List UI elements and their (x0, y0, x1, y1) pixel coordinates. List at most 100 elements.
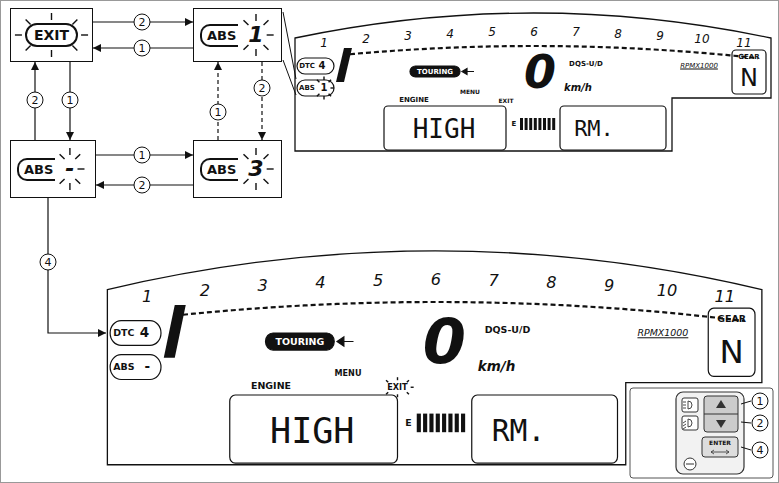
zoom-line (283, 60, 296, 95)
instrument-display: 1234567891011DTC4ABS1TOURING0DQS-U/Dkm/h… (294, 6, 772, 152)
display-text: 6 (431, 272, 441, 288)
fuel-bar (448, 414, 452, 433)
display-text: DTC (113, 328, 134, 337)
headlight-icon (683, 419, 692, 429)
button-callout: 4 (40, 254, 57, 271)
exit-screen-box: EXIT (10, 8, 93, 62)
display-outline (295, 13, 771, 151)
button-callout: 2 (134, 177, 151, 194)
lcd-window (472, 395, 618, 463)
up-arrow (716, 400, 726, 408)
flash-ray (81, 34, 88, 35)
fuel-bar (525, 118, 528, 130)
flash-ray (60, 154, 65, 159)
mode-arrow (337, 337, 354, 346)
flash-ray (264, 20, 269, 25)
switch-frame (630, 388, 773, 478)
display-text: 9 (656, 30, 664, 42)
display-text: 0 (524, 49, 556, 95)
display-text: 1 (142, 289, 152, 305)
display-text: TOURING (417, 68, 453, 75)
flash-ray (329, 80, 331, 82)
display-text: 5 (373, 273, 383, 289)
flash-ray (267, 168, 274, 169)
button-callout: 1 (134, 40, 151, 57)
display-text: 7 (489, 273, 499, 289)
display-text: RPMX1000 (637, 328, 688, 337)
fuel-bar (429, 414, 433, 433)
display-text: EXIT (387, 383, 407, 391)
flash-ray (26, 19, 31, 24)
display-text: N (720, 335, 744, 367)
flash-ray (323, 77, 324, 81)
abs-label: ABS (200, 24, 238, 47)
display-text: DQS-U/D (569, 61, 603, 68)
display-text: HIGH (270, 413, 354, 448)
fuel-bar (543, 118, 546, 130)
rocker-button (704, 396, 738, 432)
abs-mode-digit: - (65, 158, 74, 180)
flash-ray (69, 183, 70, 190)
display-text: 10 (694, 33, 709, 45)
display-graphics (295, 13, 771, 151)
button-callout: 2 (134, 14, 151, 31)
display-text: - (144, 360, 150, 374)
display-text: 10 (657, 283, 678, 299)
flash-ray (264, 45, 269, 50)
fuel-bar (455, 414, 459, 433)
flash-ray (255, 49, 256, 56)
button-callout: 1 (134, 147, 151, 164)
display-text: 0 (423, 311, 466, 373)
display-text: ENGINE (399, 97, 429, 104)
abs-icon (110, 355, 161, 380)
display-text: N (740, 66, 758, 90)
display-text: E (405, 418, 411, 427)
display-text: 1 (321, 83, 328, 93)
flash-ray (255, 14, 256, 21)
abs-mode-box: ABS3 (193, 140, 282, 198)
display-text: 4 (315, 275, 325, 291)
display-text: km/h (564, 83, 592, 93)
rocker-divider (704, 414, 738, 415)
display-text: 3 (258, 278, 268, 294)
instrument-display: 1234567891011DTC4ABS-TOURING0DQS-U/Dkm/h… (106, 240, 763, 466)
display-text: TOURING (276, 337, 325, 346)
enter-button (702, 437, 738, 457)
leader-line (741, 401, 751, 404)
transition-arrow (217, 62, 218, 140)
rpm-pointer (336, 48, 352, 82)
display-text: 4 (319, 61, 326, 71)
display-text: 4 (140, 326, 149, 340)
dtc-icon (297, 58, 334, 74)
display-text: km/h (478, 360, 516, 374)
display-text: DQS-U/D (485, 325, 531, 334)
flash-ray (329, 94, 331, 96)
display-text: RPMX1000 (680, 63, 718, 70)
touring-badge (410, 66, 460, 77)
button-callout: 1 (62, 92, 79, 109)
button-callout: 2 (254, 80, 271, 97)
flash-ray (244, 154, 249, 159)
flash-ray (255, 183, 256, 190)
fuel-bar (529, 118, 532, 130)
display-text: 6 (530, 26, 538, 38)
flash-ray (72, 46, 77, 51)
light-button (682, 398, 698, 412)
transition-arrow (48, 198, 106, 333)
zoom-line (283, 12, 296, 79)
display-text: 7 (572, 26, 580, 38)
display-text: 4 (446, 28, 454, 40)
fuel-bar (520, 118, 523, 130)
abs-mode-digit: 3 (248, 158, 263, 180)
lcd-window (384, 106, 506, 150)
callout-number: 4 (752, 442, 769, 459)
exit-label: EXIT (25, 23, 78, 47)
display-text: 9 (604, 278, 614, 294)
fuel-bar (534, 118, 537, 130)
fuel-bar (417, 414, 421, 433)
flash-ray (397, 394, 398, 397)
button-legend: ENTER (709, 440, 731, 446)
